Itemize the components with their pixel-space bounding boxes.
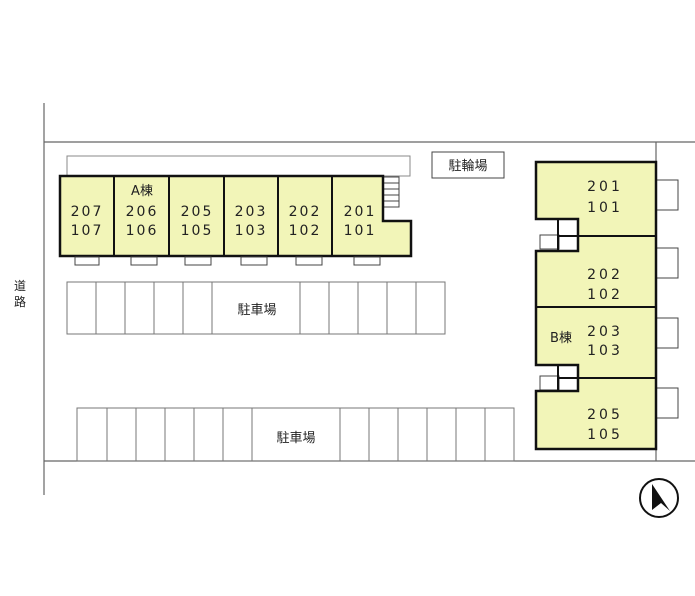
parking-lower-label: 駐車場 (276, 431, 315, 446)
road-label: 道 路 (14, 279, 26, 309)
building-b-unit: 205 105 (587, 407, 623, 443)
svg-text:駐輪場: 駐輪場 (448, 158, 487, 174)
parking-lower (76, 407, 515, 462)
svg-text:205: 205 (587, 407, 623, 423)
building-a-unit: 202 102 (289, 204, 322, 239)
building-a-unit: 207 107 (71, 204, 104, 239)
parking-upper (66, 281, 446, 335)
building-b-unit: 202 102 (587, 267, 623, 303)
svg-text:105: 105 (181, 223, 214, 239)
building-a-unit: 201 101 (344, 204, 377, 239)
svg-text:道: 道 (14, 279, 26, 293)
svg-text:106: 106 (126, 223, 159, 239)
svg-text:203: 203 (587, 324, 623, 340)
svg-text:202: 202 (289, 204, 322, 220)
building-a-name: A棟 (131, 184, 153, 199)
svg-text:路: 路 (14, 294, 26, 309)
svg-text:101: 101 (587, 200, 623, 216)
svg-text:201: 201 (344, 204, 377, 220)
steps-b (539, 234, 560, 391)
svg-text:102: 102 (587, 287, 623, 303)
bicycle-parking: 駐輪場 (431, 151, 505, 179)
svg-text:101: 101 (344, 223, 377, 239)
svg-text:202: 202 (587, 267, 623, 283)
building-b-unit: 203 103 (587, 324, 623, 359)
building-a-unit: 205 105 (181, 204, 214, 239)
svg-text:201: 201 (587, 179, 623, 195)
svg-text:103: 103 (235, 223, 268, 239)
svg-text:102: 102 (289, 223, 322, 239)
svg-text:205: 205 (181, 204, 214, 220)
building-b-unit: 201 101 (587, 179, 623, 216)
building-a-unit: 206 106 (126, 204, 159, 239)
stairs (382, 176, 400, 208)
balconies-b (655, 179, 679, 419)
building-a: A棟 207 107 206 106 205 105 203 103 202 1… (58, 174, 413, 266)
svg-text:207: 207 (71, 204, 104, 220)
building-a-unit: 203 103 (235, 204, 268, 239)
building-b: B棟 201 101 202 102 203 103 205 105 (534, 160, 658, 451)
building-b-name: B棟 (550, 331, 572, 346)
svg-text:107: 107 (71, 223, 104, 239)
svg-text:206: 206 (126, 204, 159, 220)
svg-text:203: 203 (235, 204, 268, 220)
north-arrow-icon (639, 478, 679, 518)
svg-text:103: 103 (587, 343, 623, 359)
svg-text:105: 105 (587, 427, 623, 443)
walkway (66, 155, 411, 177)
meter-boxes (74, 256, 381, 266)
parking-upper-label: 駐車場 (237, 303, 276, 318)
